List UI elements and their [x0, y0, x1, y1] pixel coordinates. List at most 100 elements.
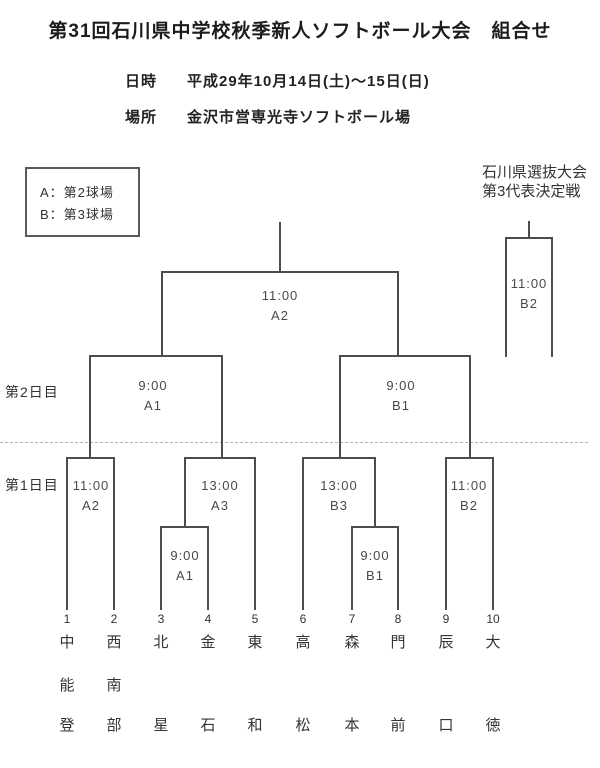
date-label: 日時: [125, 73, 158, 90]
team-number: 4: [204, 612, 212, 626]
bracket-line-team4: [207, 526, 209, 610]
venue-label: 場所: [125, 109, 158, 126]
game-quarterfinal-b3: 13:00 B3: [320, 476, 358, 516]
bracket-line-sfa-right: [221, 355, 223, 458]
team-name-char: 森: [344, 634, 360, 651]
game-quarterfinal-a3: 13:00 A3: [201, 476, 239, 516]
game-round1-b1-time: 9:00: [360, 548, 390, 563]
game-quarterfinal-b3-field: B3: [330, 498, 348, 513]
team-name-char: 東: [247, 634, 263, 651]
team-number: 8: [394, 612, 402, 626]
bracket-line-playoff-top: [505, 237, 553, 239]
bracket-line-qfb2-top: [445, 457, 494, 459]
bracket-line-playoff-stub: [528, 221, 530, 238]
playoff-note-line2: 第3代表決定戦: [482, 183, 581, 200]
team-name-char: 口: [438, 717, 454, 734]
game-round1-b1-field: B1: [366, 568, 384, 583]
page-title: 第31回石川県中学校秋季新人ソフトボール大会 組合せ: [48, 21, 552, 42]
team-name-char: 徳: [485, 717, 501, 734]
bracket-line-r1a1-top: [160, 526, 209, 528]
bracket-line-final-right: [397, 271, 399, 356]
game-quarterfinal-a2: 11:00 A2: [73, 476, 110, 516]
team-name-char: 登: [59, 717, 75, 734]
game-final-time: 11:00: [261, 288, 299, 303]
team-name-char: 大: [485, 634, 501, 651]
bracket-line-qfa3-top: [184, 457, 256, 459]
team-name-char: 本: [344, 717, 360, 734]
team-name-char: 部: [106, 717, 122, 734]
team-name-char: 石: [200, 717, 216, 734]
game-final-field: A2: [271, 308, 289, 323]
bracket-line-team5: [254, 457, 256, 610]
field-legend-box: A：第2球場 B：第3球場: [25, 167, 140, 237]
team-name-char: 西: [106, 634, 122, 651]
team-name-char: 辰: [438, 634, 454, 651]
team-name-char: 星: [153, 717, 169, 734]
team-name-char: 北: [153, 634, 169, 651]
bracket-line-r1b1-top: [351, 526, 399, 528]
game-final: 11:00 A2: [262, 286, 299, 326]
bracket-line-final-top: [161, 271, 399, 273]
team-number: 3: [157, 612, 165, 626]
team-number: 1: [63, 612, 71, 626]
team-name-char: 中: [59, 634, 75, 651]
legend-line-a: A：第2球場: [40, 184, 114, 200]
game-quarterfinal-a3-time: 13:00: [201, 478, 239, 493]
game-quarterfinal-a3-field: A3: [211, 498, 229, 513]
legend-line-b: B：第3球場: [40, 206, 114, 222]
game-quarterfinal-a2-time: 11:00: [72, 478, 110, 493]
bracket-line-qfa3-left: [184, 457, 186, 527]
bracket-line-sfa-top: [89, 355, 223, 357]
game-semifinal-b-field: B1: [392, 398, 410, 413]
game-semifinal-b-time: 9:00: [386, 378, 416, 393]
game-semifinal-a: 9:00 A1: [138, 376, 167, 416]
game-round1-a1-time: 9:00: [170, 548, 200, 563]
bracket-line-team7: [351, 526, 353, 610]
bracket-line-playoff-left: [505, 237, 507, 357]
bracket-line-sfb-top: [339, 355, 471, 357]
team-name-char: 能: [59, 677, 75, 694]
day-separator-dashed-line: [0, 442, 588, 443]
team-number: 10: [486, 612, 500, 626]
game-semifinal-b: 9:00 B1: [386, 376, 415, 416]
team-number: 6: [299, 612, 307, 626]
game-quarterfinal-b2-time: 11:00: [450, 478, 488, 493]
bracket-line-sfb-left: [339, 355, 341, 458]
team-name-char: 南: [106, 677, 122, 694]
playoff-note: 石川県選抜大会 第3代表決定戦: [482, 163, 587, 201]
game-quarterfinal-b3-time: 13:00: [320, 478, 358, 493]
game-round1-a1: 9:00 A1: [170, 546, 199, 586]
day1-label: 第1日目: [5, 477, 59, 493]
bracket-line-team8: [397, 526, 399, 610]
team-name-char: 門: [390, 634, 406, 651]
team-name-char: 金: [200, 634, 216, 651]
bracket-line-team3: [160, 526, 162, 610]
bracket-line-team2: [113, 457, 115, 610]
game-playoff-field: B2: [520, 296, 538, 311]
game-playoff-time: 11:00: [510, 276, 548, 291]
bracket-line-final-left: [161, 271, 163, 356]
team-name-char: 高: [295, 634, 311, 651]
bracket-line-qfb3-top: [302, 457, 376, 459]
game-quarterfinal-b2-field: B2: [460, 498, 478, 513]
game-playoff: 11:00 B2: [511, 274, 548, 314]
team-number: 7: [348, 612, 356, 626]
bracket-line-team9: [445, 457, 447, 610]
bracket-line-qfa2-top: [66, 457, 115, 459]
bracket-line-team6: [302, 457, 304, 610]
game-round1-a1-field: A1: [176, 568, 194, 583]
venue-value: 金沢市営専光寺ソフトボール場: [187, 109, 412, 126]
game-quarterfinal-b2: 11:00 B2: [451, 476, 488, 516]
bracket-line-sfa-left: [89, 355, 91, 458]
bracket-line-team10: [492, 457, 494, 610]
date-value: 平成29年10月14日(土)～15日(日): [187, 73, 430, 90]
team-name-char: 和: [247, 717, 263, 734]
playoff-note-line1: 石川県選抜大会: [482, 164, 588, 181]
team-number: 5: [251, 612, 259, 626]
team-name-char: 前: [390, 717, 406, 734]
game-semifinal-a-field: A1: [144, 398, 162, 413]
bracket-line-qfb3-right: [374, 457, 376, 527]
team-number: 2: [110, 612, 118, 626]
team-name-char: 松: [295, 717, 311, 734]
